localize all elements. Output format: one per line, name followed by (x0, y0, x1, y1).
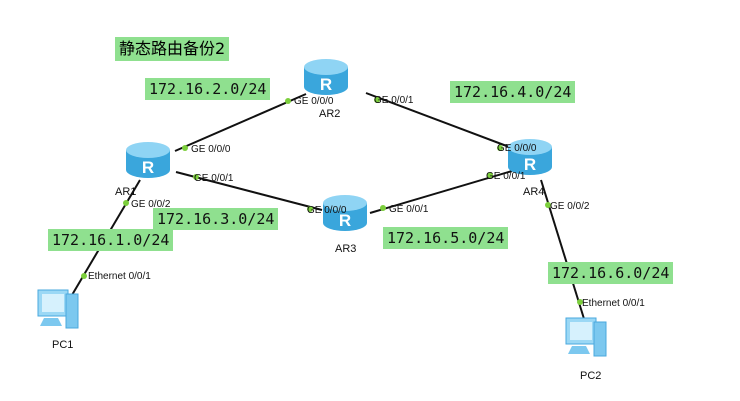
port-dot (182, 145, 188, 151)
port-dot (380, 205, 386, 211)
device-label-ar3: AR3 (335, 243, 357, 255)
diagram-title: 静态路由备份2 (115, 37, 230, 61)
port-label: GE 0/0/2 (131, 199, 171, 210)
svg-text:R: R (142, 158, 154, 177)
svg-text:R: R (524, 155, 536, 174)
port-label: GE 0/0/0 (294, 96, 334, 107)
network-label: 172.16.5.0/24 (383, 227, 509, 249)
network-label: 172.16.1.0/24 (48, 229, 174, 251)
device-label-pc2: PC2 (580, 370, 602, 382)
port-dot (123, 200, 129, 206)
svg-text:R: R (339, 211, 351, 230)
port-label: Ethernet 0/0/1 (88, 271, 151, 282)
port-label: GE 0/0/1 (194, 173, 234, 184)
pc-icon[interactable] (37, 289, 79, 329)
link-ar3-ar4[interactable] (369, 170, 513, 214)
network-label: 172.16.2.0/24 (145, 78, 271, 100)
port-dot (193, 174, 199, 180)
router-icon[interactable]: R (304, 59, 348, 95)
port-label: GE 0/0/1 (389, 204, 429, 215)
port-dot (307, 206, 313, 212)
port-label: GE 0/0/0 (307, 205, 347, 216)
link-ar2-ar4[interactable] (365, 92, 513, 149)
device-label-ar4: AR4 (523, 186, 545, 198)
router-icon[interactable]: R (126, 142, 170, 178)
port-dot (497, 145, 503, 151)
link-ar1-ar3[interactable] (175, 171, 323, 211)
pc-icon[interactable] (565, 317, 607, 357)
port-dot (374, 97, 380, 103)
link-ar1-ar2[interactable] (174, 93, 307, 152)
device-label-pc1: PC1 (52, 339, 74, 351)
network-label: 172.16.6.0/24 (548, 262, 674, 284)
router-icon[interactable]: R (508, 139, 552, 175)
port-dot (81, 273, 87, 279)
device-label-ar2: AR2 (319, 108, 341, 120)
svg-text:R: R (320, 75, 332, 94)
port-dot (285, 98, 291, 104)
device-label-ar1: AR1 (115, 186, 137, 198)
network-label: 172.16.4.0/24 (450, 81, 576, 103)
port-label: GE 0/0/1 (486, 171, 526, 182)
port-dot (545, 202, 551, 208)
port-label: GE 0/0/2 (550, 201, 590, 212)
port-label: Ethernet 0/0/1 (582, 298, 645, 309)
port-label: GE 0/0/1 (374, 95, 414, 106)
network-label: 172.16.3.0/24 (153, 208, 279, 230)
port-dot (487, 172, 493, 178)
port-label: GE 0/0/0 (497, 143, 537, 154)
port-dot (577, 299, 583, 305)
port-label: GE 0/0/0 (191, 144, 231, 155)
router-icon[interactable]: R (323, 195, 367, 231)
